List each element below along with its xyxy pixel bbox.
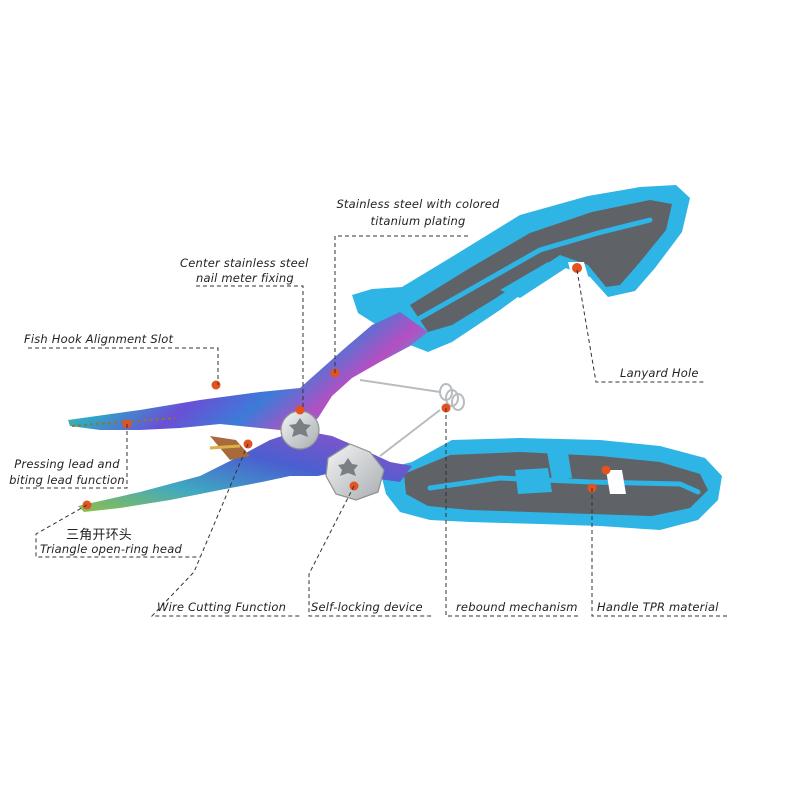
lower-handle (380, 438, 722, 530)
label-self-locking: Self-locking device (311, 600, 423, 614)
label-rebound: rebound mechanism (456, 600, 578, 614)
label-pressing-lead-line2: biting lead function (9, 473, 125, 487)
label-lanyard-hole: Lanyard Hole (620, 366, 699, 380)
label-pressing-lead: Pressing lead and biting lead function (2, 456, 132, 488)
leader-lines (20, 235, 730, 617)
upper-jaw (68, 312, 428, 432)
spring (359, 379, 465, 457)
lower-jaw (78, 430, 412, 512)
label-fish-hook-slot: Fish Hook Alignment Slot (24, 332, 174, 346)
label-center-nail: Center stainless steel nail meter fixing (180, 256, 309, 286)
label-stainless-plating: Stainless steel with colored titanium pl… (328, 196, 508, 230)
self-locking-disc (325, 443, 385, 501)
label-triangle-en: Triangle open-ring head (40, 542, 182, 556)
fish-hook-marker (211, 380, 221, 390)
label-handle-tpr: Handle TPR material (597, 600, 719, 614)
label-wire-cutting: Wire Cutting Function (157, 600, 287, 614)
lanyard-hole-marker (572, 263, 582, 273)
label-stainless-plating-line1: Stainless steel with colored (336, 197, 500, 211)
label-triangle-cn: 三角开环头 (66, 528, 133, 543)
label-pressing-lead-line1: Pressing lead and (14, 457, 120, 471)
upper-handle (352, 185, 690, 352)
label-center-nail-line2: nail meter fixing (196, 271, 294, 285)
label-stainless-plating-line2: titanium plating (370, 214, 466, 228)
center-nail-marker (295, 405, 305, 415)
pivot-screw (280, 410, 320, 450)
lower-hole-marker (601, 465, 611, 475)
label-center-nail-line1: Center stainless steel (180, 256, 309, 270)
